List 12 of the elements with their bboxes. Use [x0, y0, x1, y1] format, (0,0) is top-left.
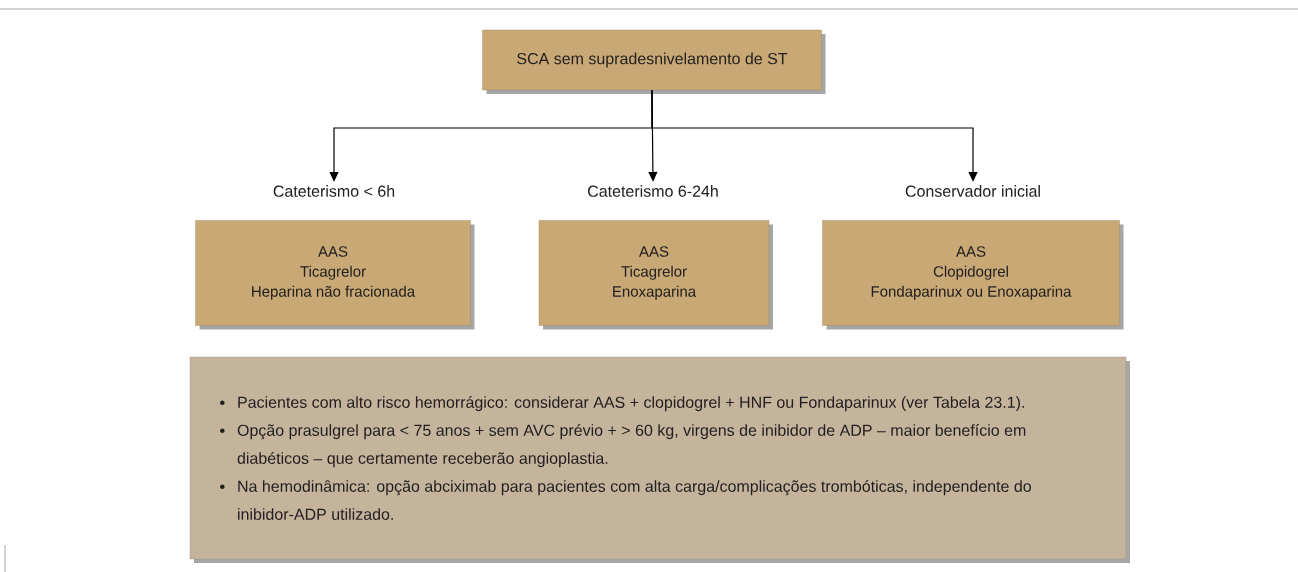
drug-box: AAS Clopidogrel Fondaparinux ou Enoxaparina [822, 220, 1124, 330]
title-box: SCA sem supradesnivelamento de ST [482, 29, 826, 94]
notes-box [189, 356, 1130, 563]
arrow [651, 89, 978, 182]
branch-label: Cateterismo < 6h [273, 185, 395, 197]
drug-box: AAS Ticagrelor Heparina não fracionada [195, 220, 475, 330]
bullet-item: Pacientes com alto risco hemorrágico: considerar AAS + clopidogrel + HNF ou Fondaparinux (ver Tabela 23.1). [238, 396, 1024, 412]
branch-label: Cateterismo 6-24h [588, 185, 718, 197]
drug-box: AAS Ticagrelor Enoxaparina [538, 220, 773, 330]
bullet-item: Opção prasulgrel para < 75 anos + sem AVC prévio + > 60 kg, virgens de inibidor de ADP – maior benefício em diabéticos – que certamente receberão angioplastia. [237, 424, 1026, 468]
branch-label: Conservador inicial [905, 185, 1040, 197]
bullet-item: Na hemodinâmica: opção abciximab para pacientes com alta carga/complicações trombóticas, independente do inibidor-ADP utilizado. [238, 480, 1031, 520]
